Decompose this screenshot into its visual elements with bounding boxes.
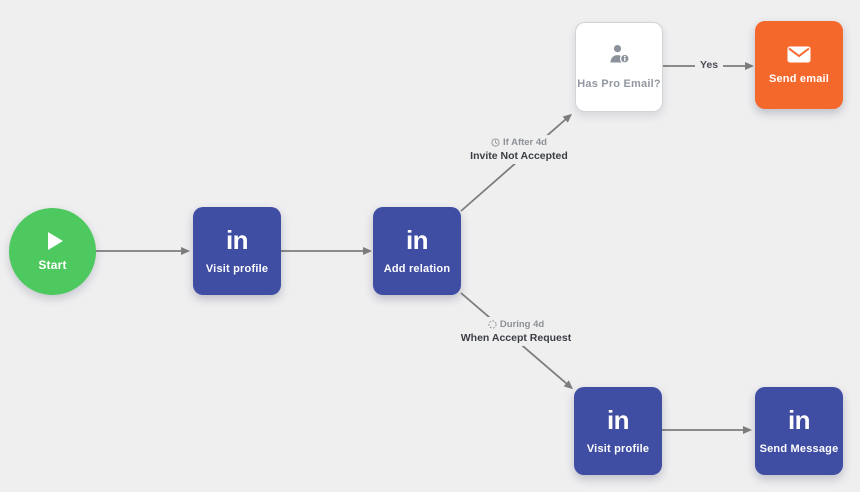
edge-add-relation-to-has-pro-email — [460, 113, 573, 212]
node-label: Send Message — [759, 443, 839, 455]
linkedin-icon: in — [405, 225, 429, 255]
condition-delay-bottom: During 4d — [452, 319, 580, 330]
loop-clock-icon — [488, 320, 497, 329]
condition-name-text: When Accept Request — [460, 332, 572, 344]
linkedin-icon: in — [606, 405, 630, 435]
node-label: Send email — [768, 72, 830, 85]
edge-label-yes: Yes — [695, 59, 724, 71]
clock-icon — [491, 138, 500, 147]
node-label: Visit profile — [205, 263, 269, 275]
node-visit-profile-1[interactable]: in Visit profile — [193, 207, 281, 295]
node-has-pro-email[interactable]: Has Pro Email? — [575, 22, 663, 112]
condition-name-text: Invite Not Accepted — [470, 150, 568, 162]
condition-delay-top: If After 4d — [461, 137, 577, 148]
envelope-icon — [787, 46, 811, 63]
condition-label-invite-not-accepted[interactable]: If After 4d Invite Not Accepted — [457, 135, 581, 164]
node-label: Has Pro Email? — [577, 78, 661, 90]
condition-label-when-accept-request[interactable]: During 4d When Accept Request — [448, 317, 584, 346]
linkedin-icon: in — [225, 225, 249, 255]
node-label: Add relation — [383, 263, 451, 275]
node-start[interactable]: Start — [9, 208, 96, 295]
condition-delay-text: If After 4d — [503, 137, 547, 148]
node-visit-profile-2[interactable]: in Visit profile — [574, 387, 662, 475]
user-info-icon — [607, 44, 632, 65]
node-send-email[interactable]: Send email — [755, 21, 843, 109]
node-add-relation[interactable]: in Add relation — [373, 207, 461, 295]
node-send-message[interactable]: in Send Message — [755, 387, 843, 475]
node-label: Start — [38, 257, 67, 272]
linkedin-icon: in — [787, 405, 811, 435]
condition-delay-text: During 4d — [499, 319, 545, 330]
play-icon — [47, 231, 63, 250]
node-label: Visit profile — [586, 443, 650, 455]
